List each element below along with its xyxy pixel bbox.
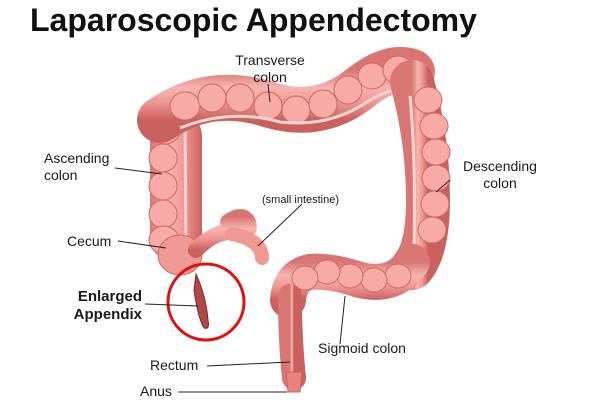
label-rectum: Rectum <box>150 357 199 373</box>
appendix-highlight-circle <box>166 262 246 342</box>
label-cecum: Cecum <box>67 233 112 249</box>
label-line: Transverse <box>235 52 305 68</box>
descending-colon-shape <box>390 60 451 290</box>
label-transverse-colon: Transverse colon <box>226 52 314 86</box>
label-line: Appendix <box>73 306 142 323</box>
label-descending-colon: Descending colon <box>450 158 550 192</box>
sigmoid-colon-shape <box>270 244 430 318</box>
transverse-colon-shape <box>137 47 435 143</box>
label-sigmoid-colon: Sigmoid colon <box>318 340 406 356</box>
leader-lines <box>114 83 451 393</box>
label-ascending-colon: Ascending colon <box>44 150 109 184</box>
label-line: Ascending <box>44 150 110 166</box>
label-line: Enlarged <box>77 288 142 305</box>
label-anus: Anus <box>140 383 172 399</box>
rectum-shape <box>278 284 306 393</box>
label-line: colon <box>483 175 517 191</box>
label-enlarged-appendix: Enlarged Appendix <box>62 288 142 324</box>
page-title: Laparoscopic Appendectomy <box>30 2 477 38</box>
label-line: Descending <box>463 158 537 174</box>
label-line: colon <box>253 69 287 85</box>
label-line: colon <box>44 167 78 183</box>
appendix-shape <box>193 272 209 329</box>
label-small-intestine: (small intestine) <box>262 194 340 206</box>
ascending-colon-shape <box>148 112 202 262</box>
